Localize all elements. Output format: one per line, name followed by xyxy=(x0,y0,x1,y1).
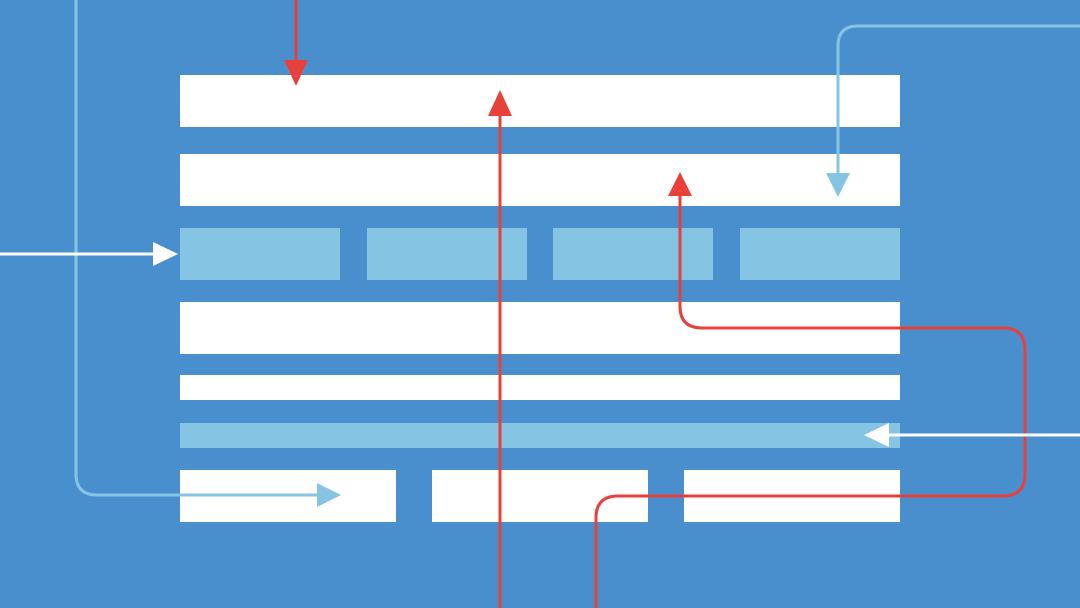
layout-row-2 xyxy=(180,154,900,206)
layout-cell-row-3-2 xyxy=(367,228,527,280)
layout-row-1 xyxy=(180,75,900,127)
layout-row-5 xyxy=(180,375,900,400)
light-blue-arrow-left-loop-line xyxy=(74,0,330,497)
white-arrow-left-in-head xyxy=(153,242,178,266)
red-arrow-bottom-loop xyxy=(594,172,1027,608)
light-blue-arrow-top-right-head xyxy=(826,173,850,197)
light-blue-arrow-left-loop xyxy=(74,0,341,507)
light-blue-arrow-top-right-line xyxy=(836,24,1080,182)
white-arrow-left-in xyxy=(0,242,178,266)
layout-cell-row-3-4 xyxy=(740,228,900,280)
light-blue-arrow-top-right xyxy=(826,24,1080,197)
layout-cell-row-3-1 xyxy=(180,228,340,280)
red-arrow-bottom-loop-head xyxy=(668,172,692,196)
red-arrow-top-down-head xyxy=(284,60,308,86)
red-arrow-center-up xyxy=(488,90,512,608)
light-blue-arrow-left-loop-head xyxy=(317,483,341,507)
white-arrow-right-in-head xyxy=(864,423,889,447)
red-arrow-center-up-head xyxy=(488,90,512,116)
layout-blocks xyxy=(180,75,900,522)
white-arrow-right-in xyxy=(864,423,1080,447)
red-arrow-top-down xyxy=(284,0,308,86)
red-arrow-bottom-loop-line xyxy=(594,190,1027,608)
layout-row-6 xyxy=(180,423,900,448)
layout-cell-row-3-3 xyxy=(553,228,713,280)
